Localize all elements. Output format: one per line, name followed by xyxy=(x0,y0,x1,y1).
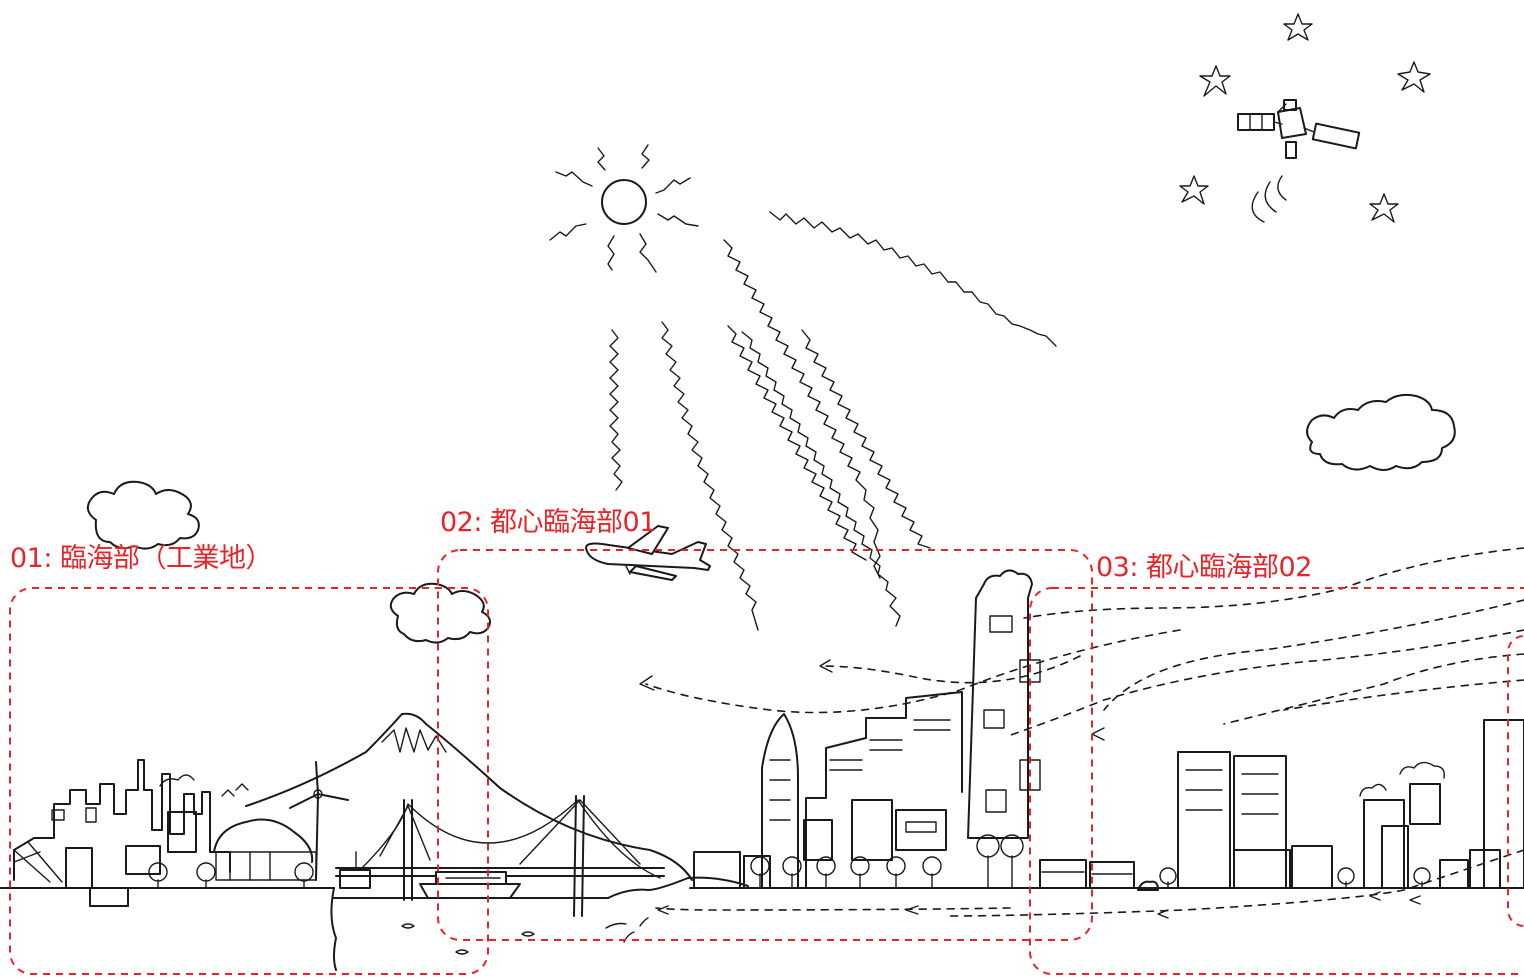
zone-03-outline xyxy=(1029,587,1524,975)
zone-outlines xyxy=(9,549,1524,975)
tree-icon xyxy=(148,862,314,889)
city-skyline-central xyxy=(689,569,1041,889)
sea-waterline xyxy=(333,876,749,955)
zone-01-label: 01: 臨海部（工業地） xyxy=(10,543,273,574)
cloud-icons xyxy=(86,393,1456,644)
zone-01-outline xyxy=(9,587,489,975)
satellite-icon xyxy=(1237,99,1361,223)
sun-icon xyxy=(549,144,699,273)
wind-flow-arrows xyxy=(639,547,1524,919)
city-skyline-east xyxy=(1039,719,1524,891)
tree-icon xyxy=(750,834,1024,889)
wind-turbine-icon xyxy=(289,761,349,881)
zone-02-outline xyxy=(437,549,1093,941)
suspension-bridge xyxy=(335,795,665,917)
sunlight-rays xyxy=(609,211,1057,631)
zone-02-label: 02: 都心臨海部01 xyxy=(440,507,656,538)
zone-03-label: 03: 都心臨海部02 xyxy=(1096,552,1312,583)
mountain-icon xyxy=(245,712,693,881)
ship-icon xyxy=(339,851,521,899)
star-icons xyxy=(1179,13,1431,223)
tree-icon xyxy=(1159,867,1431,889)
